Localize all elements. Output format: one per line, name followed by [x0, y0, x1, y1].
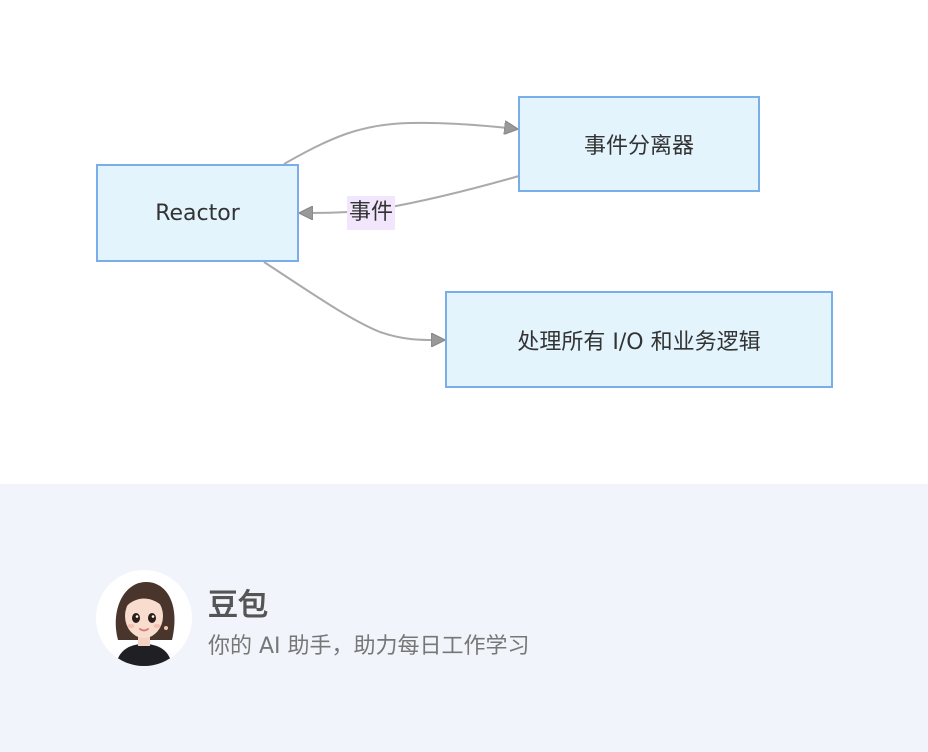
edge-reactor-to-demux: [283, 123, 517, 165]
node-event-demultiplexer: 事件分离器: [518, 96, 760, 192]
node-reactor-label: Reactor: [155, 200, 240, 226]
edge-demux-to-reactor: [300, 175, 520, 213]
node-handler: 处理所有 I/O 和业务逻辑: [445, 291, 833, 388]
avatar-icon: [96, 570, 192, 666]
edge-reactor-to-handler: [263, 261, 444, 340]
node-event-demultiplexer-label: 事件分离器: [583, 134, 694, 159]
brand-subtitle: 你的 AI 助手，助力每日工作学习: [208, 634, 530, 659]
flowchart: Reactor 事件分离器 处理所有 I/O 和业务逻辑 事件: [96, 96, 833, 388]
edge-label-event: 事件: [347, 196, 396, 230]
footer-brand: 豆包 你的 AI 助手，助力每日工作学习: [0, 484, 928, 752]
node-reactor: Reactor: [96, 164, 299, 262]
brand-title: 豆包: [208, 588, 268, 623]
node-handler-label: 处理所有 I/O 和业务逻辑: [517, 329, 761, 355]
